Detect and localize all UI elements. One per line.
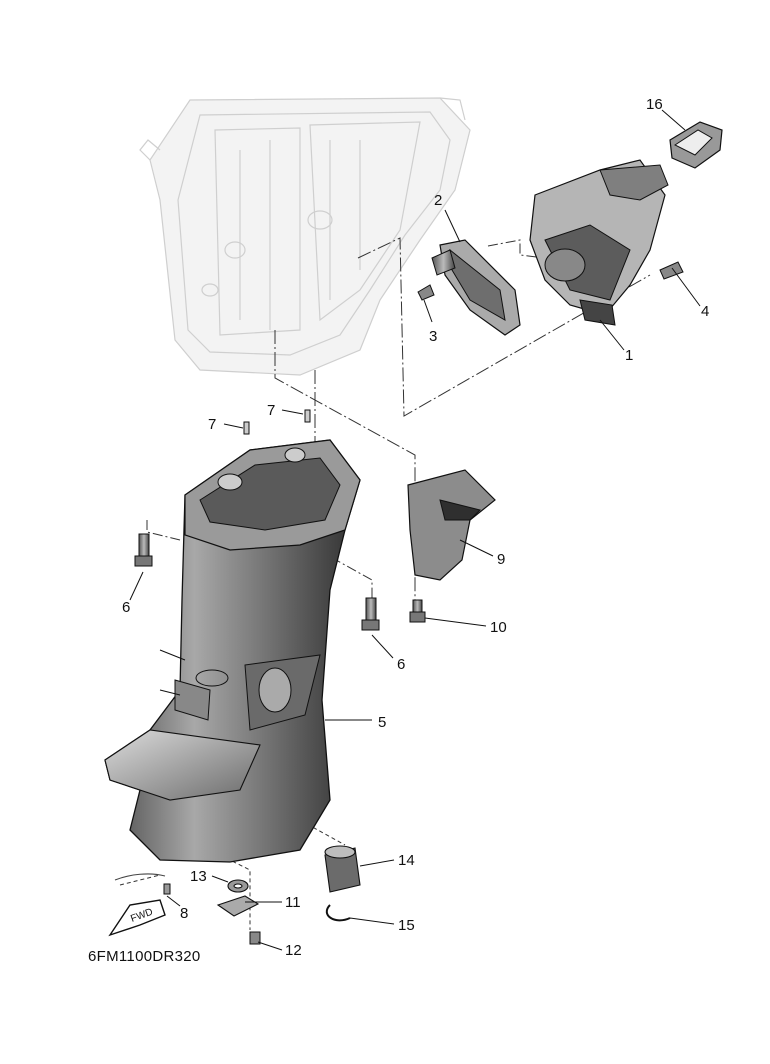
plate-part	[407, 469, 496, 581]
callout-9: 9	[497, 551, 506, 568]
leader-lines	[129, 109, 701, 951]
callout-7-right: 7	[267, 402, 276, 419]
callout-10: 10	[490, 619, 507, 636]
callout-11: 11	[285, 894, 301, 911]
callout-3: 3	[429, 328, 438, 345]
callout-5: 5	[378, 714, 387, 731]
callout-12: 12	[285, 942, 302, 959]
callout-14: 14	[398, 852, 415, 869]
callout-7-left: 7	[208, 416, 217, 433]
upper-casing-part	[104, 439, 361, 863]
callout-2: 2	[434, 192, 443, 209]
callout-1: 1	[625, 347, 634, 364]
callout-6-left: 6	[122, 599, 131, 616]
callout-4: 4	[701, 303, 710, 320]
callout-8: 8	[180, 905, 189, 922]
callout-13: 13	[190, 868, 207, 885]
small-parts	[114, 845, 361, 922]
bolt-parts	[134, 261, 684, 945]
mount-bracket-part	[529, 159, 669, 326]
callout-6-right: 6	[397, 656, 406, 673]
callout-16: 16	[646, 96, 663, 113]
ghost-oil-pan	[139, 97, 471, 376]
diagram-code: 6FM1100DR320	[88, 948, 201, 965]
lower-bracket-part	[431, 239, 521, 336]
fwd-arrow-icon: FWD	[108, 899, 166, 937]
callout-15: 15	[398, 917, 415, 934]
cap-part	[669, 121, 723, 169]
